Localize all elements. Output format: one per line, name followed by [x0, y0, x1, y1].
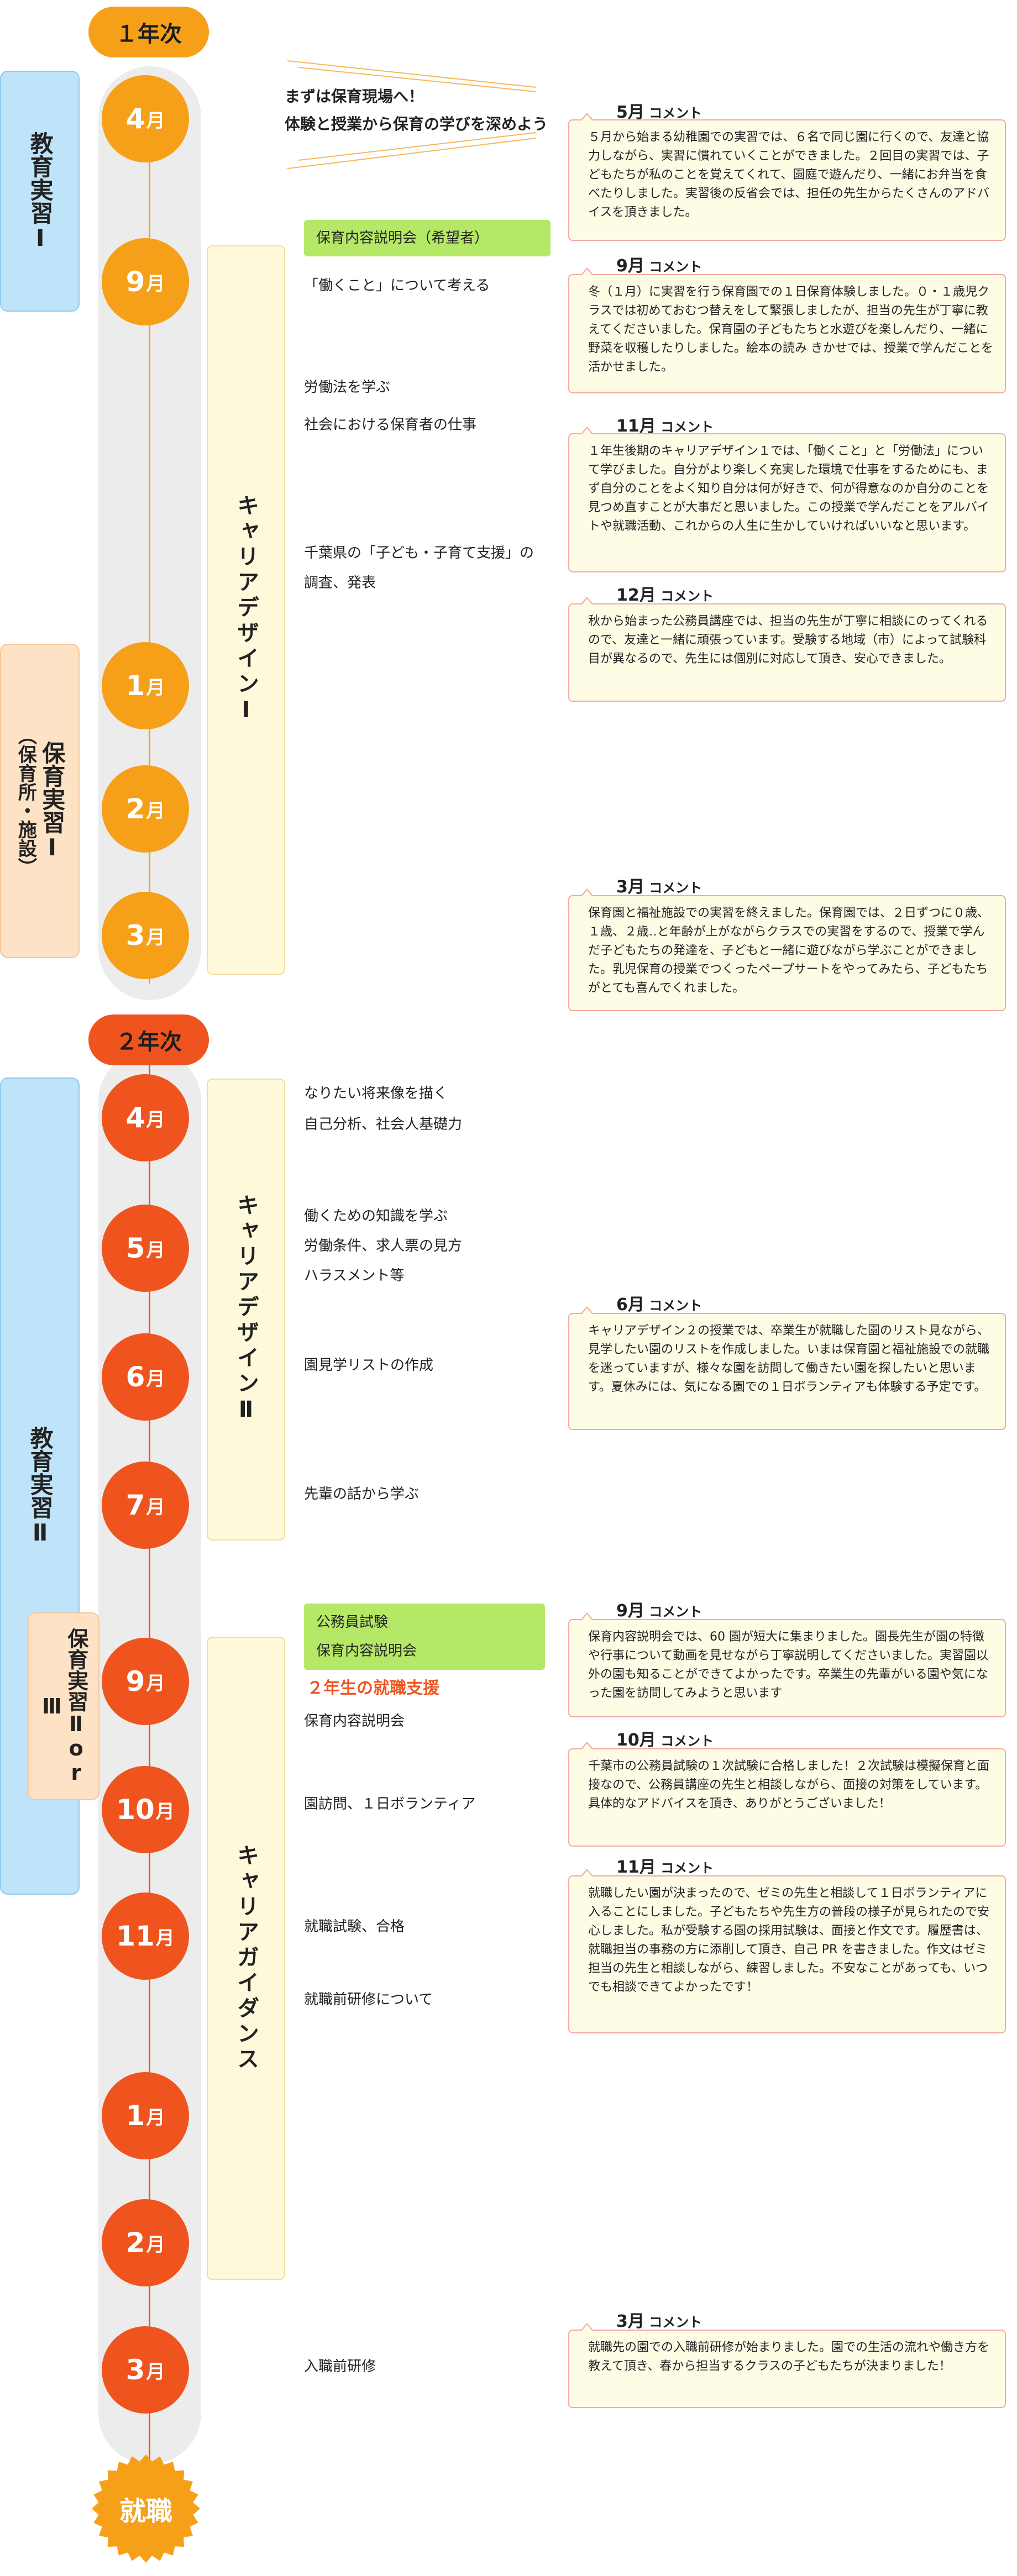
activity-pre-training-info: 就職前研修について	[304, 1991, 433, 2008]
education-practice-2-label: 教育実習Ⅱ	[27, 1426, 54, 1546]
career-design-1-box: キャリアデザインⅠ	[207, 245, 285, 975]
career-design-1-label: キャリアデザインⅠ	[233, 494, 259, 726]
activity-labor-law: 労働法を学ぶ	[304, 379, 391, 396]
employment-badge-icon	[92, 2454, 200, 2563]
comment-box: 秋から始まった公務員講座では、担当の先生が丁寧に相談にのってくれるので、友達と一…	[568, 597, 1006, 702]
comment-box: ５月から始まる幼稚園での実習では、６名で同じ園に行くので、友達と協力しながら、実…	[568, 113, 1006, 241]
activity-pre-employment-training: 入職前研修	[304, 2358, 376, 2375]
activity-visit-list: 園見学リストの作成	[304, 1357, 434, 1374]
activity-self-analysis: 自己分析、社会人基礎力	[304, 1116, 463, 1133]
activity-labor-conditions: 労働条件、求人票の見方	[304, 1238, 463, 1254]
activity-harassment: ハラスメント等	[304, 1268, 405, 1284]
info-session-tag: 保育内容説明会（希望者）	[304, 220, 551, 256]
career-guidance-label: キャリアガイダンス	[233, 1844, 259, 2073]
intro-line-1: まずは保育現場へ！	[285, 87, 424, 106]
childcare-practice-1-label: 保育実習Ⅰ	[38, 741, 66, 861]
activity-think-work: 「働くこと」について考える	[304, 277, 490, 294]
timeline-line-year1	[149, 77, 150, 984]
activity-chiba-survey: 千葉県の「子ども・子育て支援」の 調査、発表	[304, 545, 534, 591]
activity-info-session: 保育内容説明会	[304, 1713, 405, 1729]
comment-heading: 6月 コメント	[616, 1295, 703, 1315]
childcare-practice-1-panel: 保育実習Ⅰ （保育所・施設）	[0, 644, 80, 958]
comment-box: 千葉市の公務員試験の１次試験に合格しました！２次試験は模擬保育と面接なので、公務…	[568, 1742, 1006, 1847]
childcare-practice-1-sublabel: （保育所・施設）	[14, 726, 37, 876]
activity-senior-talk: 先輩の話から学ぶ	[304, 1486, 420, 1502]
career-guidance-box: キャリアガイダンス	[207, 1637, 285, 2280]
comment-box: キャリアデザイン２の授業では、卒業生が就職した園のリスト見ながら、見学したい園の…	[568, 1306, 1006, 1430]
activity-visit-volunteer: 園訪問、１日ボランティア	[304, 1796, 476, 1812]
childcare-practice-2-panel: 保育実習Ⅱor Ⅲ	[28, 1612, 99, 1800]
career-design-2-box: キャリアデザインⅡ	[207, 1079, 285, 1541]
activity-work-knowledge: 働くための知識を学ぶ	[304, 1208, 448, 1224]
career-design-2-label: キャリアデザインⅡ	[233, 1194, 259, 1426]
intro-line-2: 体験と授業から保育の学びを深めよう	[285, 115, 548, 133]
comment-heading: 9月 コメント	[616, 256, 703, 276]
education-practice-1-panel: 教育実習Ⅰ	[0, 71, 80, 312]
year1-header: １年次	[88, 7, 209, 57]
childcare-practice-2-label: 保育実習Ⅱor Ⅲ	[40, 1628, 88, 1785]
activity-teacher-role: 社会における保育者の仕事	[304, 417, 477, 433]
comment-box: 保育園と福祉施設での実習を終えました。保育園では、２日ずつに０歳、１歳、２歳‥と…	[568, 889, 1006, 1011]
year2-header: ２年次	[88, 1014, 209, 1065]
comment-box: 保育内容説明会では、60 園が短大に集まりました。園長先生が園の特徴や行事につい…	[568, 1612, 1006, 1717]
comment-heading: 10月 コメント	[616, 1731, 714, 1750]
education-practice-1-label: 教育実習Ⅰ	[27, 131, 54, 251]
comment-heading: 9月 コメント	[616, 1601, 703, 1621]
comment-box: １年生後期のキャリアデザイン１では、「働くこと」と「労働法」について学びました。…	[568, 427, 1006, 572]
comment-box: 冬（１月）に実習を行う保育園での１日保育体験しました。０・１歳児クラスでは初めて…	[568, 267, 1006, 393]
year2-job-support-label: ２年生の就職支援	[307, 1679, 439, 1698]
activity-future-image: なりたい将来像を描く	[304, 1085, 448, 1102]
comment-heading: 11月 コメント	[616, 417, 714, 436]
employment-badge-label: 就職	[119, 2496, 172, 2527]
comment-box: 就職したい園が決まったので、ゼミの先生と相談して１日ボランティアに入ることにしま…	[568, 1869, 1006, 2033]
comment-heading: 12月 コメント	[616, 586, 714, 605]
speed-lines-decoration	[287, 60, 537, 169]
comment-heading: 3月 コメント	[616, 2312, 703, 2331]
exam-session-tag: 公務員試験 保育内容説明会	[304, 1604, 545, 1670]
comment-heading: 5月 コメント	[616, 103, 703, 122]
comment-heading: 11月 コメント	[616, 1858, 714, 1877]
comment-box: 就職先の園での入職前研修が始まりました。園での生活の流れや働き方を教えて頂き、春…	[568, 2323, 1006, 2408]
activity-employment-exam: 就職試験、合格	[304, 1918, 405, 1935]
intro-text: まずは保育現場へ！ 体験と授業から保育の学びを深めよう	[285, 83, 548, 138]
comment-heading: 3月 コメント	[616, 877, 703, 897]
timeline-line-year2	[149, 1061, 150, 2459]
